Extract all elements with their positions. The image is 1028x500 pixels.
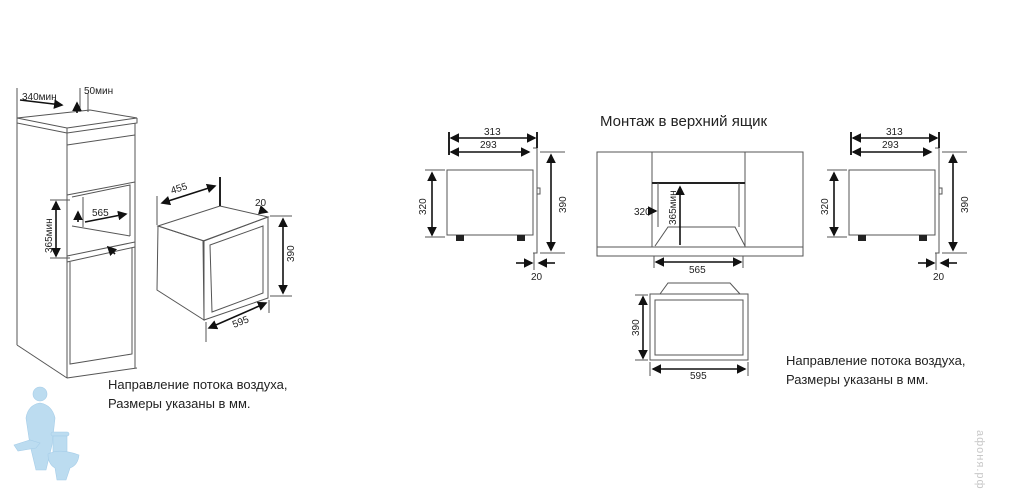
cabinet-depth-label: 340мин: [22, 92, 57, 103]
oven-depth-label: 455: [170, 181, 190, 197]
side-depth-inner-label: 293: [480, 140, 497, 151]
side-view-drawing-left: 313 293 320 390 20: [418, 127, 569, 283]
cabinet-width-label: 565: [92, 208, 109, 219]
oven-height-label: 390: [286, 245, 297, 262]
top-box-body-height-label: 320: [634, 207, 651, 218]
side-depth-inner-label: 293: [882, 140, 899, 151]
caption-left-units: Размеры указаны в мм.: [108, 396, 251, 411]
front-height-label: 390: [631, 319, 642, 336]
side-view-drawing-right: 313 293 320 390 20: [820, 127, 971, 283]
cabinet-3d-drawing: 340мин 50мин 365мин 565: [16, 86, 138, 379]
side-depth-outer-label: 313: [886, 127, 903, 138]
front-view-drawing: 390 595: [631, 282, 749, 382]
side-body-height-label: 320: [820, 198, 831, 215]
caption-right: Направление потока воздуха, Размеры указ…: [786, 351, 965, 389]
plumber-logo: [13, 386, 80, 481]
top-box-height-label: 365мин: [668, 190, 679, 225]
caption-left: Направление потока воздуха, Размеры указ…: [108, 375, 287, 413]
airflow-arrow-bottom: [106, 245, 118, 257]
oven-3d-drawing: 455 20 390 595: [156, 177, 297, 342]
cabinet-gap-label: 50мин: [84, 86, 113, 97]
top-box-width-label: 565: [689, 265, 706, 276]
side-body-height-label: 320: [418, 198, 429, 215]
caption-right-airflow: Направление потока воздуха,: [786, 353, 966, 368]
top-box-title: Монтаж в верхний ящик: [600, 113, 768, 130]
oven-door-label: 20: [255, 198, 267, 209]
caption-left-airflow: Направление потока воздуха,: [108, 377, 288, 392]
front-width-label: 595: [690, 371, 707, 382]
side-height-label: 390: [960, 196, 971, 213]
cabinet-height-label: 365мин: [44, 218, 55, 253]
caption-right-units: Размеры указаны в мм.: [786, 372, 929, 387]
side-height-label: 390: [558, 196, 569, 213]
side-door-label: 20: [531, 272, 543, 283]
side-depth-outer-label: 313: [484, 127, 501, 138]
side-door-label: 20: [933, 272, 945, 283]
watermark: афоня.рф: [974, 430, 986, 490]
top-box-drawing: 365мин 320 565: [596, 151, 804, 276]
